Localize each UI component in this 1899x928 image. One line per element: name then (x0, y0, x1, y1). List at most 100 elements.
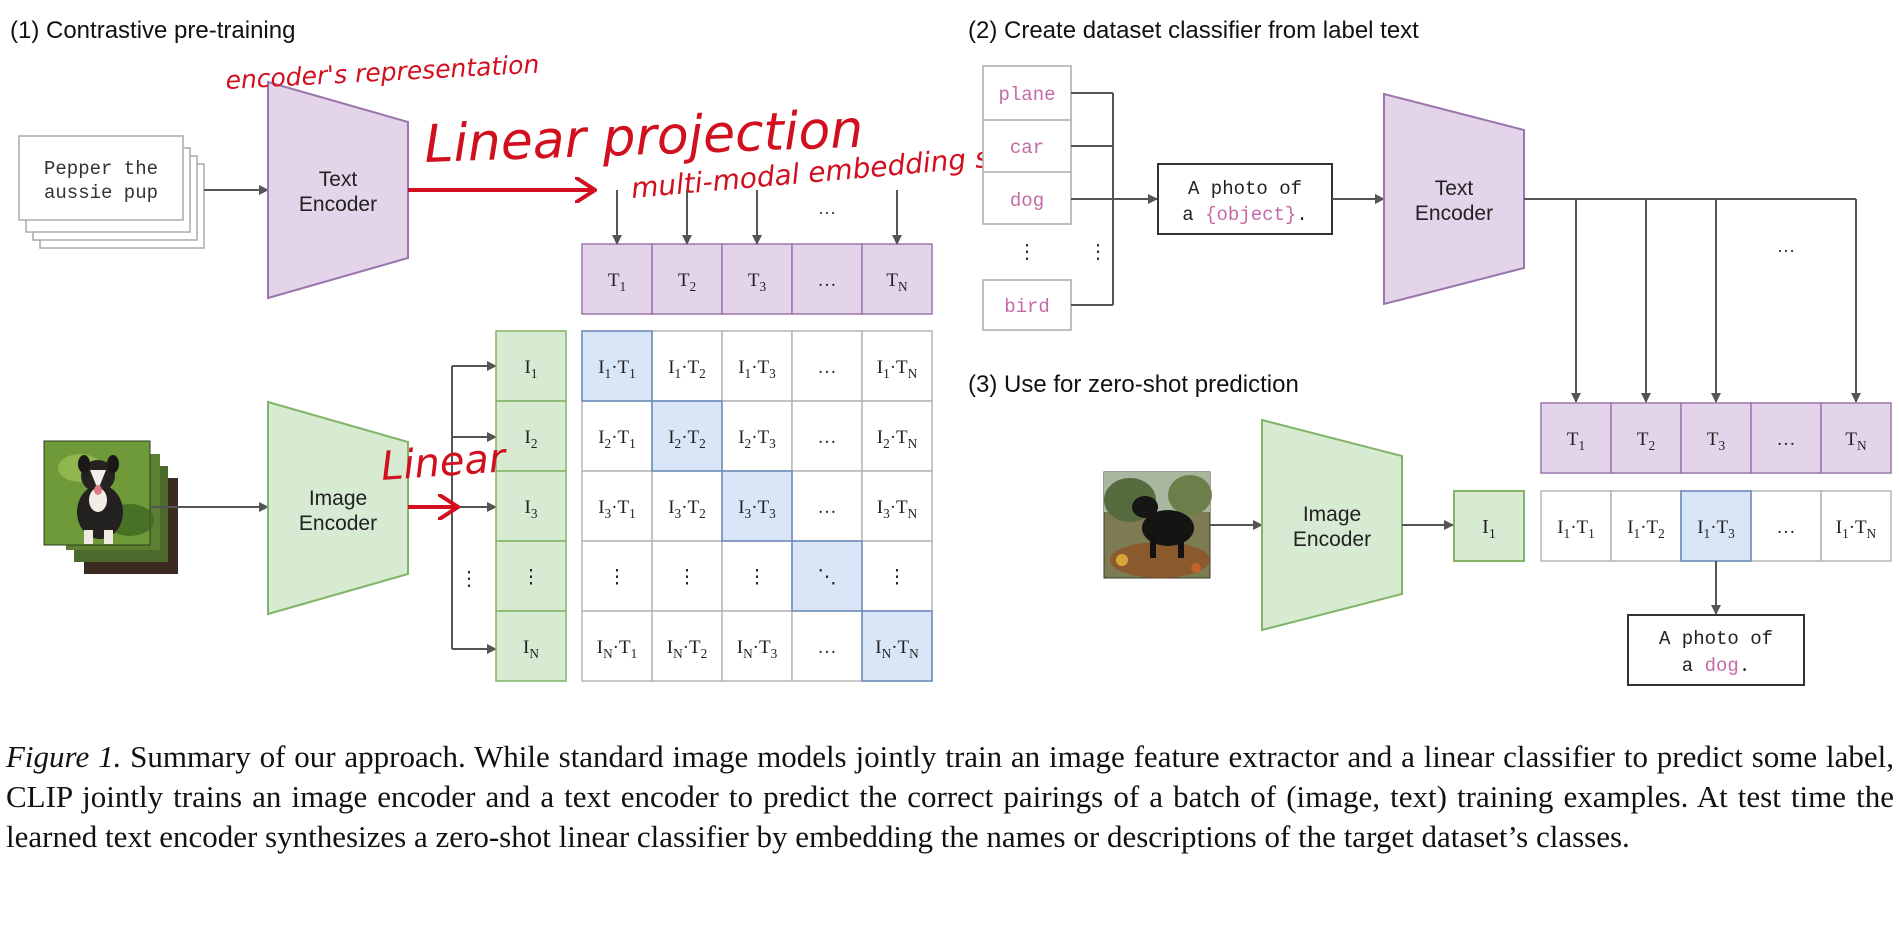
caption-label: Figure 1. (6, 739, 122, 774)
zeroshot-text-token-5-cell (1820, 402, 1892, 474)
text-encoder-pretraining: Text Encoder (267, 80, 409, 300)
classifier-text-encoder-label-1: Text (1435, 177, 1474, 200)
pretraining-image-token-3-cell (495, 470, 567, 542)
matrix-r4-c3-label: ⋮ (748, 567, 767, 588)
pretraining-image-token-1-cell (495, 330, 567, 402)
matrix-r2-c1-label: I2·T1 (598, 427, 636, 451)
matrix-r5-c5-label: IN·TN (875, 637, 919, 661)
template-line-2: a {object}. (1182, 204, 1307, 226)
matrix-r1-c1-label: I1·T1 (598, 357, 636, 381)
section-title-classifier: (2) Create dataset classifier from label… (968, 17, 1419, 44)
classifier-output-ellipsis: … (1777, 236, 1795, 256)
zeroshot-score-2-cell (1610, 490, 1682, 562)
image-encoder-zeroshot: Image Encoder (1261, 418, 1403, 632)
matrix-r1-c2-label: I1·T2 (668, 357, 706, 381)
matrix-r4-c1-cell (581, 540, 653, 612)
annotation-encoder-representation: encoder's representation (225, 50, 540, 95)
matrix-r2-c3-cell (721, 400, 793, 472)
pretraining-text-token-1-cell (581, 243, 653, 315)
matrix-r1-c3-label: I1·T3 (738, 357, 776, 381)
annotation-linear: Linear (379, 435, 509, 490)
matrix-r3-c2-label: I3·T2 (668, 497, 706, 521)
zeroshot-score-3-cell (1680, 490, 1752, 562)
matrix-r3-c1-label: I3·T1 (598, 497, 636, 521)
pretraining-image-token-2-label: I2 (525, 427, 538, 451)
matrix-r5-c1-cell (581, 610, 653, 682)
pretraining-text-token-3-label: T3 (748, 270, 767, 294)
matrix-r3-c4-label: … (818, 497, 837, 518)
label-bird: bird (1004, 296, 1050, 318)
prediction-box: A photo of a dog. (1627, 614, 1805, 686)
template-slot: {object} (1205, 204, 1296, 226)
matrix-r2-c4-label: … (818, 427, 837, 448)
text-encoder-label-1: Text (319, 168, 358, 191)
matrix-r5-c2-cell (651, 610, 723, 682)
pretraining-text-token-1-label: T1 (608, 270, 626, 294)
prediction-label: dog (1705, 655, 1739, 677)
pretraining-image-token-1-label: I1 (525, 357, 538, 381)
zeroshot-score-3-label: I1·T3 (1697, 517, 1735, 541)
caption-text: Summary of our approach. While standard … (6, 739, 1894, 854)
zeroshot-score-5-label: I1·TN (1836, 517, 1877, 541)
matrix-r4-c2-label: ⋮ (678, 567, 697, 588)
fanout-vdots: ⋮ (459, 568, 479, 590)
pretraining-text-token-4-cell (791, 243, 863, 315)
zeroshot-text-token-2-label: T2 (1637, 429, 1655, 453)
matrix-r1-c3-cell (721, 330, 793, 402)
matrix-r5-c1-label: IN·T1 (597, 637, 638, 661)
zeroshot-image-encoder-label-2: Encoder (1293, 528, 1371, 551)
zeroshot-text-token-1-label: T1 (1567, 429, 1585, 453)
pretraining-image-token-4-cell (495, 540, 567, 612)
matrix-r4-c5-label: ⋮ (888, 567, 907, 588)
zeroshot-text-token-5-label: TN (1845, 429, 1867, 453)
text-token-arrows: … (612, 190, 902, 245)
matrix-r4-c1-label: ⋮ (608, 567, 627, 588)
zeroshot-score-1-label: I1·T1 (1557, 517, 1595, 541)
matrix-r3-c4-cell (791, 470, 863, 542)
prompt-template-box: A photo of a {object}. (1157, 163, 1333, 235)
prediction-line-1: A photo of (1659, 628, 1773, 650)
matrix-diagonal-outline-5 (861, 610, 933, 682)
matrix-r2-c4-cell (791, 400, 863, 472)
matrix-r2-c3-label: I2·T3 (738, 427, 776, 451)
pretraining-image-token-2-cell (495, 400, 567, 472)
zeroshot-text-token-3-cell (1680, 402, 1752, 474)
pretraining-text-token-2-label: T2 (678, 270, 696, 294)
zeroshot-text-token-1-cell (1540, 402, 1612, 474)
matrix-r5-c2-label: IN·T2 (667, 637, 708, 661)
pretraining-image-token-5-label: IN (523, 637, 539, 661)
input-text-stack: Pepper the aussie pup (18, 135, 205, 249)
prediction-line-2: a dog. (1682, 655, 1750, 677)
pretraining-image-token-3-label: I3 (525, 497, 538, 521)
zeroshot-text-token-2-cell (1610, 402, 1682, 474)
pretraining-text-token-5-label: TN (886, 270, 908, 294)
section-title-zeroshot: (3) Use for zero-shot prediction (968, 371, 1299, 398)
section-title-pretraining: (1) Contrastive pre-training (10, 17, 295, 44)
label-dog: dog (1010, 190, 1044, 212)
zeroshot-text-token-4-label: … (1777, 429, 1796, 450)
input-text-line-2: aussie pup (44, 182, 158, 204)
text-encoder-label-2: Encoder (299, 193, 377, 216)
dog-photo-icon (43, 440, 178, 574)
pretraining-text-tokens: T1 T2 T3 … TN (581, 243, 933, 315)
pretraining-text-token-5-cell (861, 243, 933, 315)
matrix-r1-c5-label: I1·TN (877, 357, 918, 381)
zeroshot-score-5-cell (1820, 490, 1892, 562)
label-car: car (1010, 137, 1044, 159)
pretraining-text-token-4-label: … (818, 270, 837, 291)
matrix-r5-c3-label: IN·T3 (737, 637, 778, 661)
pretraining-image-token-4-label: ⋮ (522, 567, 541, 588)
label-merge-connectors: ⋮ (1071, 92, 1158, 306)
image-encoder-label-1: Image (309, 487, 367, 510)
matrix-r1-c5-cell (861, 330, 933, 402)
image-encoder-pretraining: Image Encoder (267, 400, 409, 616)
pretraining-image-token-5-cell (495, 610, 567, 682)
figure-caption: Figure 1. Summary of our approach. While… (6, 737, 1894, 857)
classifier-text-encoder-label-2: Encoder (1415, 202, 1493, 225)
matrix-r5-c3-cell (721, 610, 793, 682)
text-encoder-classifier: Text Encoder (1383, 92, 1525, 306)
zeroshot-image-token: I1 (1453, 490, 1525, 562)
zeroshot-image-token-label: I1 (1482, 516, 1496, 542)
